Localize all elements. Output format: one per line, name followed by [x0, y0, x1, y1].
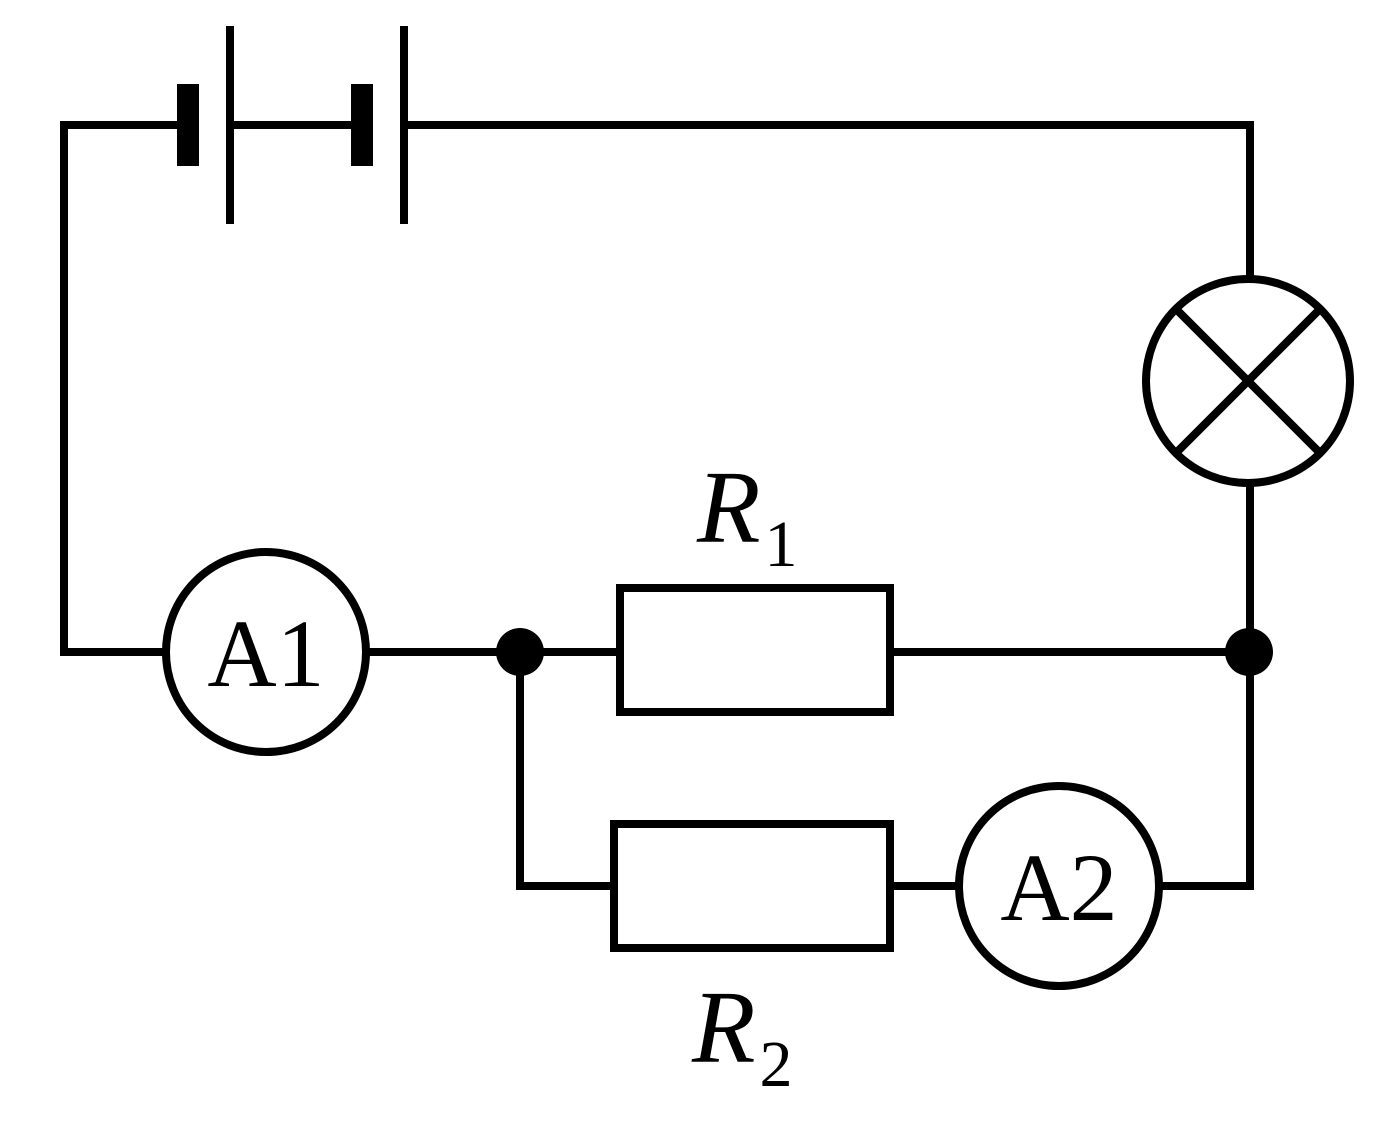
resistor-r1-subscript: 1 [765, 508, 798, 581]
resistor-r1: R1 [616, 450, 894, 716]
ammeter-a1-label: A1 [207, 600, 324, 707]
lamp-cross-icon [1142, 275, 1354, 487]
battery-cell-icon [351, 26, 408, 224]
ammeter-a2: A2 [955, 782, 1163, 990]
resistor-r2-label: R2 [691, 970, 793, 1101]
battery [177, 26, 408, 224]
resistor-r2-symbol: R [691, 970, 756, 1085]
wire-top-right [401, 121, 1254, 286]
resistor-r2-subscript: 2 [760, 1028, 793, 1101]
junction-dot-left [496, 628, 544, 676]
ammeter-a1: A1 [162, 548, 370, 756]
resistor-r1-symbol: R [696, 450, 761, 565]
wire-top-left [60, 121, 192, 656]
resistor-r2: R2 [610, 820, 894, 1101]
wire-a2-to-junction [1156, 648, 1254, 890]
junction-dot-right [1225, 628, 1273, 676]
ammeter-a2-label: A2 [1000, 834, 1117, 941]
wire-junction-to-r2 [516, 648, 618, 890]
battery-cell-icon [177, 26, 234, 224]
resistor-r1-label: R1 [696, 450, 798, 581]
wires [60, 121, 1254, 890]
